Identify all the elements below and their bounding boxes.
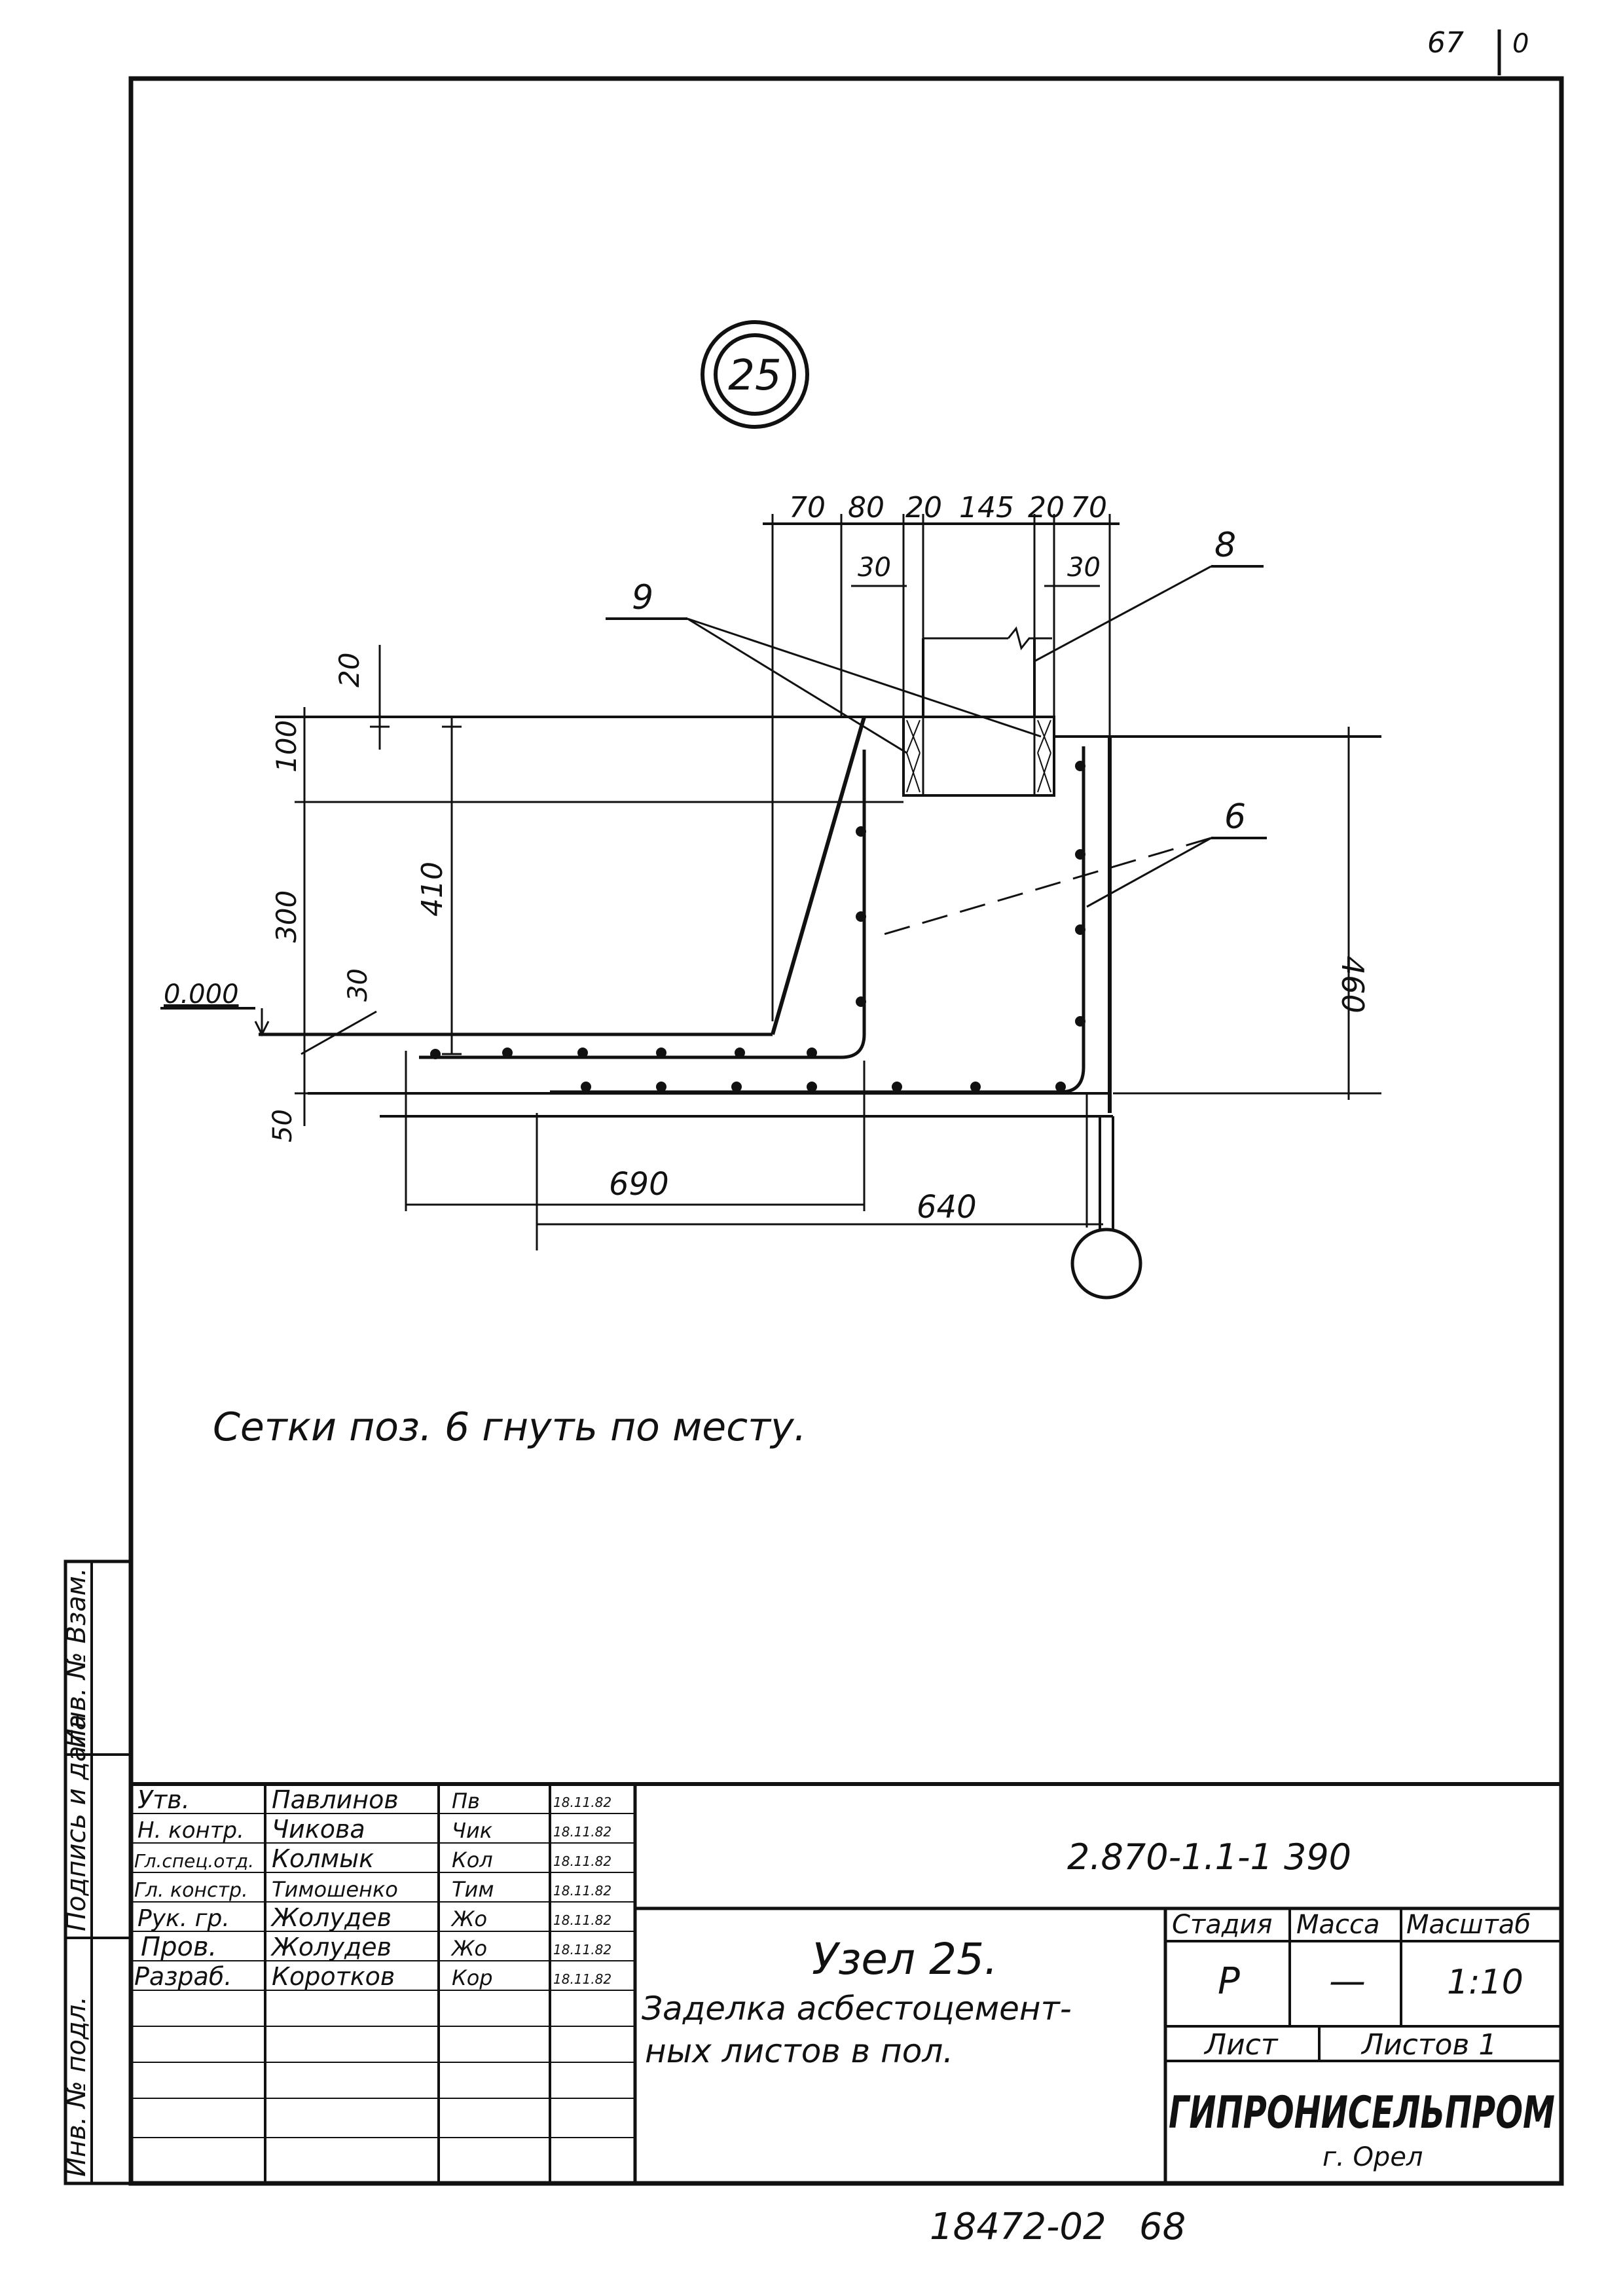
- row-0-sign: Пв: [452, 1789, 480, 1813]
- row-5-date: 18.11.82: [553, 1942, 611, 1958]
- row-3-name: Тимошенко: [272, 1877, 398, 1902]
- dim-top-70b: 70: [1070, 491, 1107, 524]
- row-4-name: Жолудев: [270, 1903, 392, 1932]
- organization-name: ГИПРОНИСЕЛЬПРОМ: [1169, 2087, 1555, 2139]
- row-6-name: Коротков: [272, 1962, 395, 1991]
- row-0-date: 18.11.82: [553, 1795, 611, 1810]
- stage-header: Стадия: [1172, 1910, 1272, 1940]
- corner-page-number: 67: [1427, 26, 1464, 60]
- sheets-label: Листов 1: [1360, 2028, 1497, 2062]
- row-3-role: Гл. констр.: [134, 1879, 248, 1902]
- dim-right-460: 460: [1335, 956, 1370, 1013]
- row-2-sign: Кол: [452, 1848, 493, 1872]
- row-1-role: Н. контр.: [137, 1817, 244, 1844]
- archive-number: 18472-02: [930, 2206, 1106, 2248]
- dimension-labels: 70 80 20 145 20 70 30 30 20 100 300 410 …: [164, 491, 1370, 1226]
- row-2-name: Колмык: [272, 1844, 374, 1873]
- dim-left-100: 100: [270, 720, 302, 773]
- dim-left-300: 300: [270, 890, 302, 943]
- node-number: 25: [728, 352, 781, 400]
- dim-top-20a: 20: [905, 491, 942, 524]
- stage-value: Р: [1218, 1960, 1240, 2003]
- row-1-date: 18.11.82: [553, 1824, 611, 1840]
- scale-value: 1:10: [1447, 1963, 1523, 2002]
- title-block-rows: Утв. Павлинов Пв 18.11.82 Н. контр. Чико…: [134, 1785, 611, 1991]
- side-stamp-inv-vzam: Инв. № Взам.: [62, 1567, 92, 1748]
- detail-drawing: [160, 514, 1381, 1300]
- drawing-title-line3: ных листов в пол.: [645, 2032, 953, 2070]
- dim-bottom-690: 690: [609, 1166, 669, 1203]
- position-6-label: 6: [1224, 797, 1246, 837]
- drawing-title-line2: Заделка асбестоцемент-: [642, 1990, 1072, 2028]
- row-0-role: Утв.: [137, 1785, 190, 1814]
- scale-header: Масштаб: [1406, 1910, 1531, 1940]
- dim-top-80: 80: [848, 491, 884, 524]
- row-2-role: Гл.спец.отд.: [134, 1850, 254, 1872]
- dim-inner-30-right: 30: [1067, 553, 1101, 583]
- row-6-date: 18.11.82: [553, 1971, 611, 1987]
- side-stamp-podpis-data: Подпись и дата: [62, 1715, 92, 1931]
- corner-suffix: 0: [1512, 29, 1529, 59]
- row-5-name: Жолудев: [270, 1933, 392, 1961]
- row-0-name: Павлинов: [272, 1785, 399, 1814]
- row-6-sign: Кор: [452, 1965, 493, 1990]
- dim-left-410: 410: [416, 862, 449, 917]
- node-circle-inner: [714, 333, 796, 416]
- dim-inner-30-left: 30: [858, 553, 891, 583]
- row-4-sign: Жо: [450, 1906, 487, 1931]
- dim-left-30: 30: [343, 968, 373, 1002]
- position-8-label: 8: [1214, 526, 1236, 565]
- title-block-grid: [131, 1782, 1561, 2183]
- row-1-sign: Чик: [452, 1818, 493, 1843]
- row-6-role: Разраб.: [134, 1962, 232, 1991]
- side-stamp-inv-podl: Инв. № подл.: [62, 1996, 92, 2177]
- doc-code: 2.870-1.1-1 390: [1067, 1836, 1351, 1878]
- row-3-date: 18.11.82: [553, 1883, 611, 1899]
- node-circle-outer: [701, 320, 809, 429]
- drawing-title-line1: Узел 25.: [812, 1934, 998, 1984]
- dim-top-70a: 70: [789, 491, 826, 524]
- row-1-name: Чикова: [272, 1815, 365, 1844]
- sheet-frame: [128, 76, 1564, 2186]
- dim-left-50: 50: [268, 1109, 298, 1142]
- dim-top-145: 145: [959, 491, 1014, 524]
- row-5-role: Пров.: [141, 1932, 217, 1962]
- row-4-role: Рук. гр.: [137, 1905, 230, 1932]
- row-2-date: 18.11.82: [553, 1853, 611, 1869]
- mass-header: Масса: [1296, 1910, 1380, 1940]
- dim-left-20: 20: [333, 653, 365, 687]
- row-4-date: 18.11.82: [553, 1912, 611, 1928]
- position-9-label: 9: [632, 578, 653, 617]
- row-5-sign: Жо: [450, 1936, 487, 1961]
- archive-page: 68: [1139, 2206, 1186, 2248]
- bending-note: Сетки поз. 6 гнуть по месту.: [213, 1404, 807, 1450]
- level-mark: 0.000: [164, 979, 239, 1010]
- row-3-sign: Тим: [452, 1877, 494, 1902]
- dim-bottom-640: 640: [917, 1189, 977, 1226]
- mass-value: —: [1329, 1960, 1366, 2003]
- dim-top-20b: 20: [1028, 491, 1065, 524]
- sheet-label: Лист: [1203, 2028, 1279, 2062]
- organization-city: г. Орел: [1322, 2142, 1423, 2172]
